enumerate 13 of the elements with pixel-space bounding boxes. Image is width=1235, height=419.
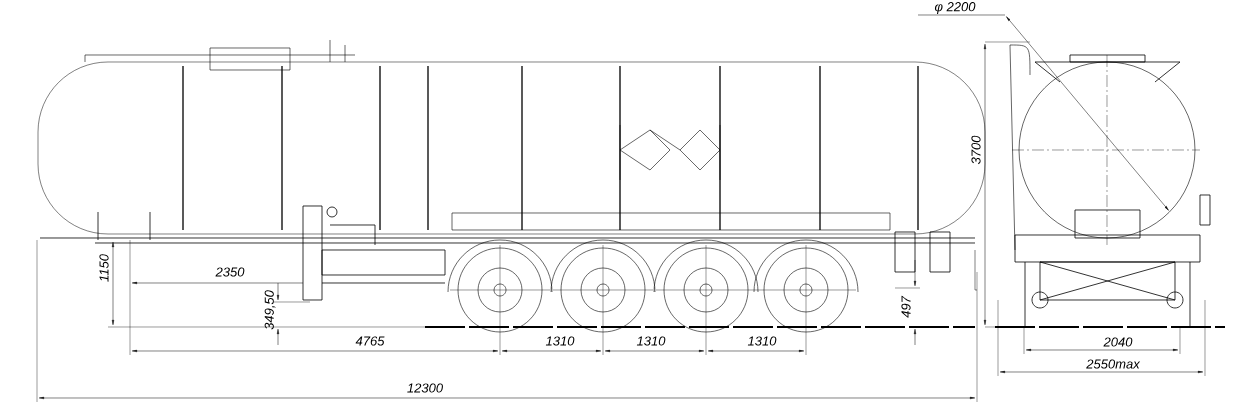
dimension-text: 349,50 <box>264 290 276 330</box>
dimension-text: 1310 <box>636 336 666 346</box>
dimension-text: 4765 <box>355 336 385 346</box>
dimension-text: 2350 <box>215 267 245 277</box>
dimension-text: 1150 <box>99 254 109 282</box>
dimension-text: 1310 <box>747 336 777 346</box>
dimension-text: 12300 <box>407 383 443 393</box>
dimension-text: φ 2200 <box>934 2 976 14</box>
dimension-text: 2550max <box>1086 359 1141 369</box>
dimension-text: 497 <box>901 295 911 318</box>
dimension-text: 2040 <box>1103 337 1133 347</box>
dimension-text: 3700 <box>971 135 981 165</box>
dimension-text: 1310 <box>545 336 575 346</box>
